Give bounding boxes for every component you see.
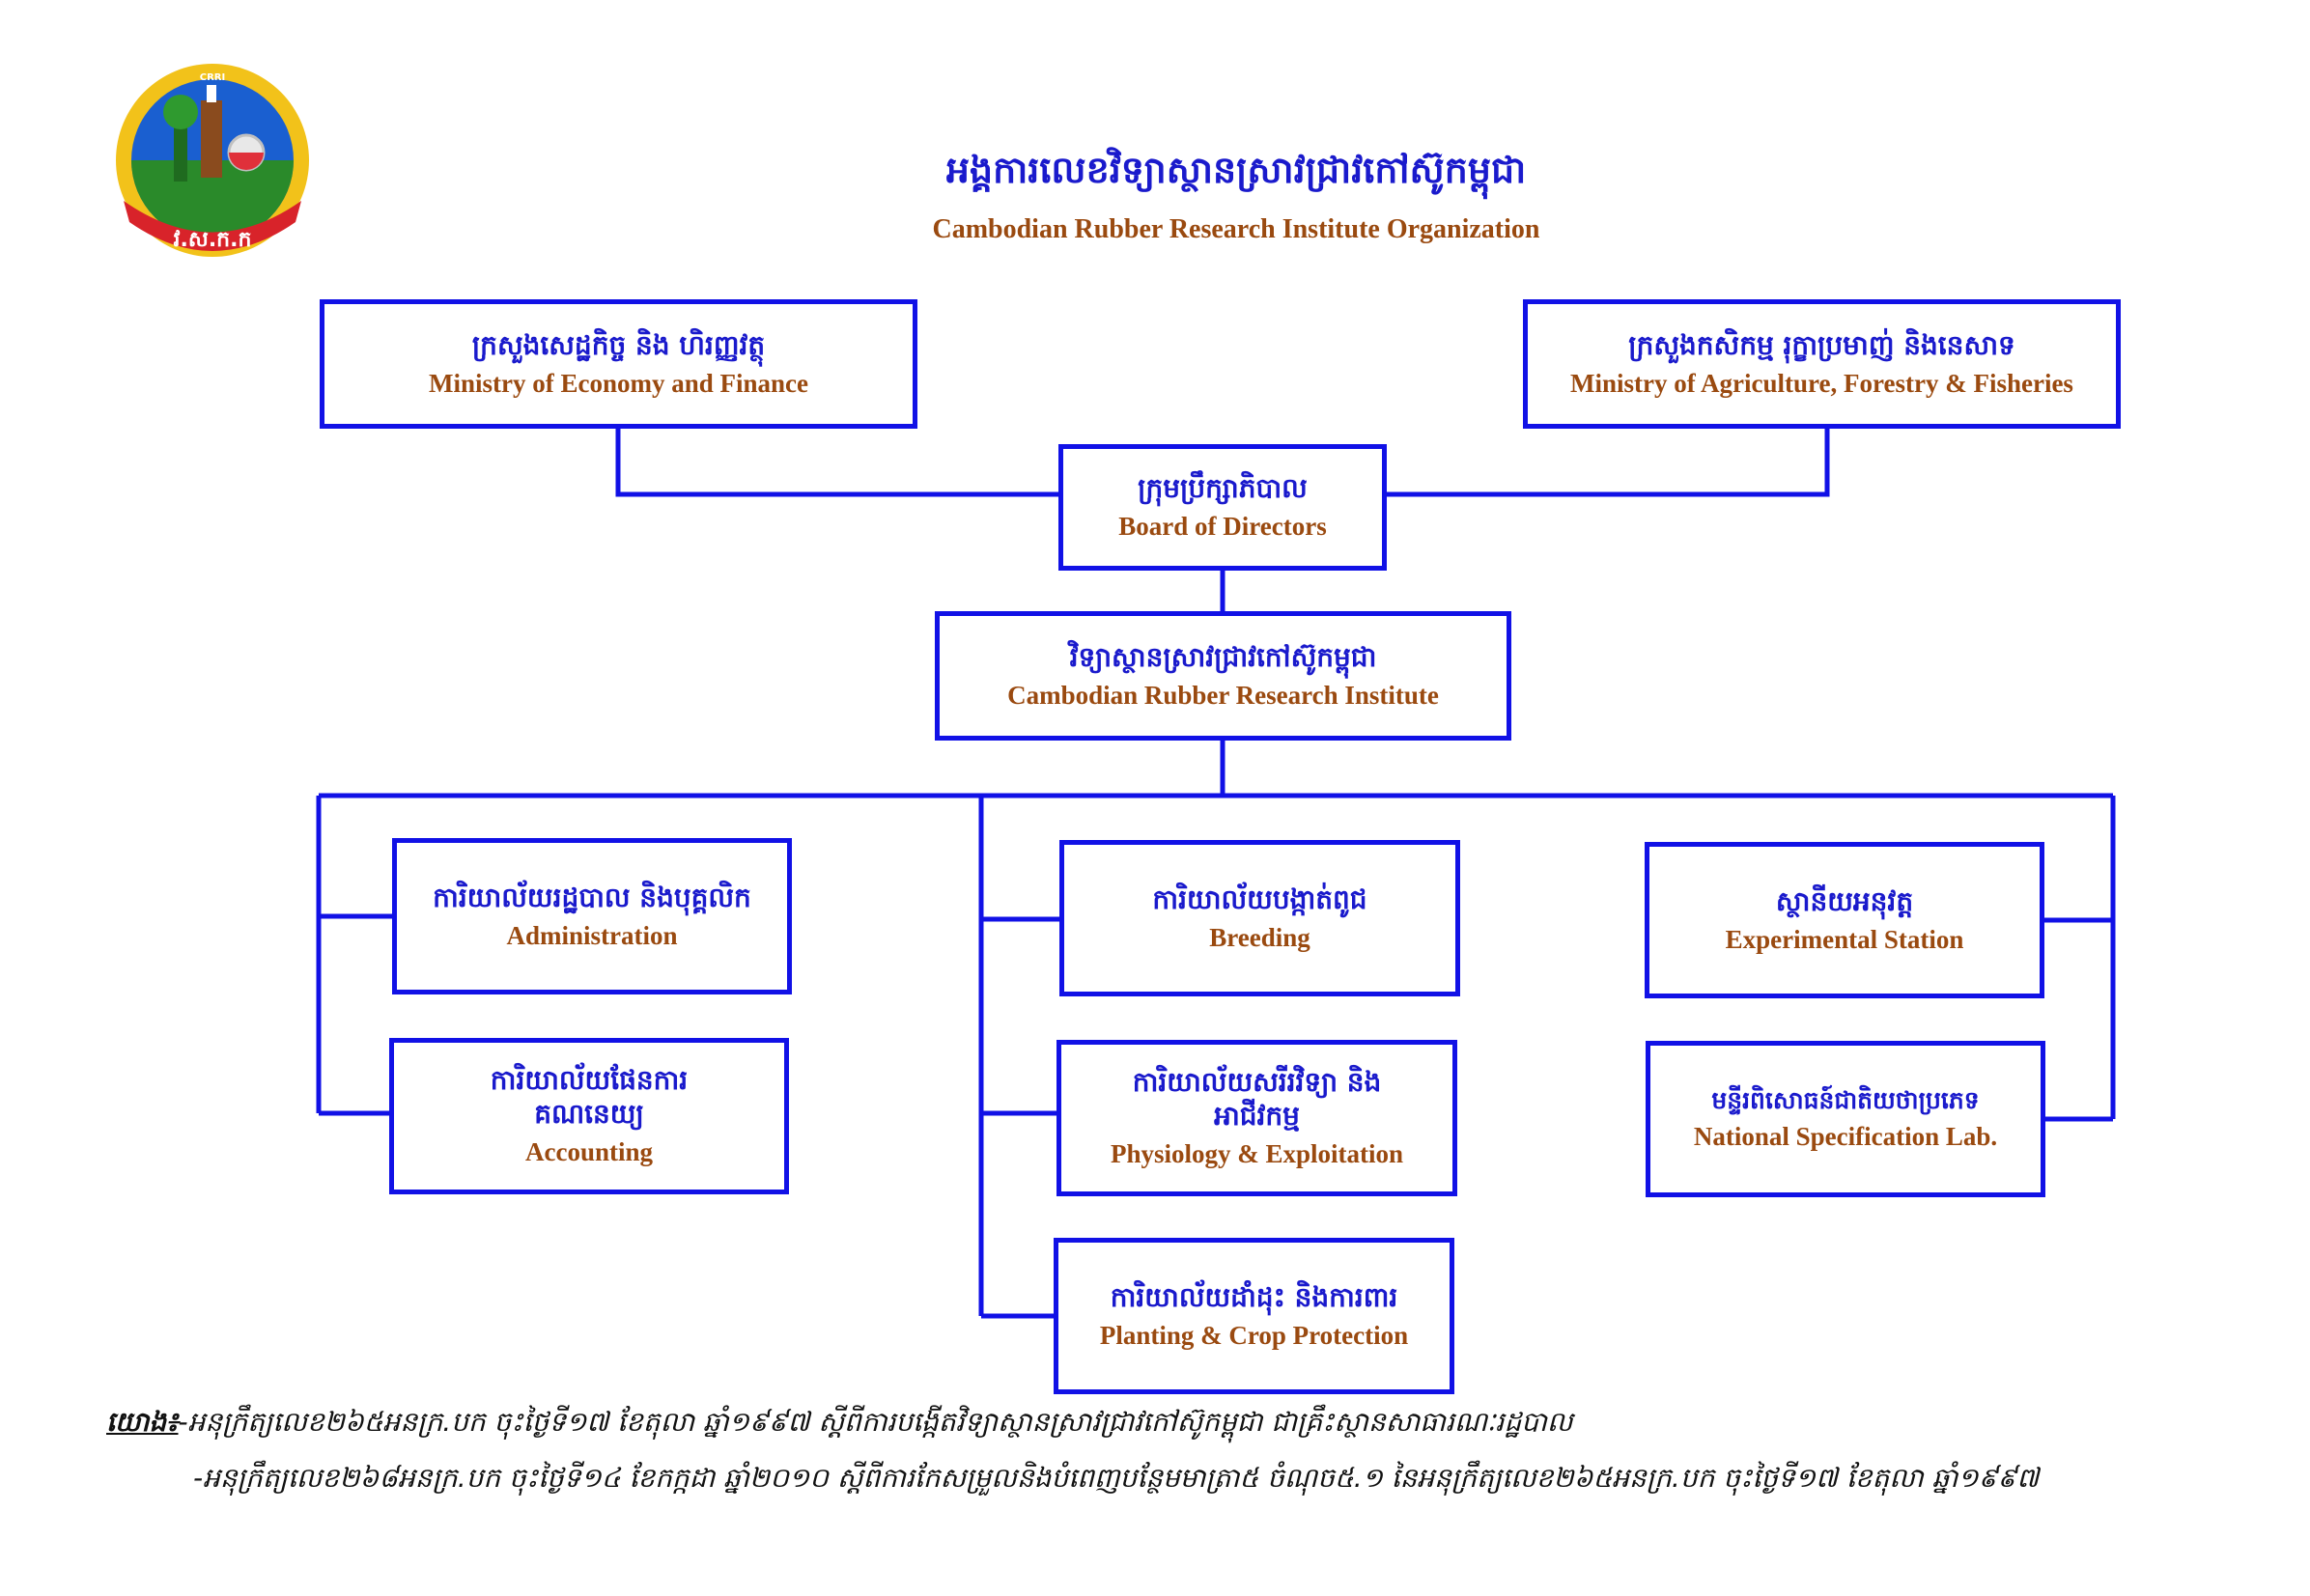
box-label-english: Cambodian Rubber Research Institute (1007, 680, 1439, 710)
box-label-english: Ministry of Agriculture, Forestry & Fish… (1570, 368, 2073, 398)
box-label-english: Accounting (524, 1137, 653, 1167)
box-label-english: Breeding (1209, 922, 1310, 952)
reference-line-1: -អនុក្រឹត្យលេខ២៦៥អនក្រ.បក ចុះថ្ងៃទី១៧ ខែ… (178, 1406, 1573, 1438)
box-experimental-station: ស្ថានីយអនុវត្ត Experimental Station (1645, 842, 2044, 998)
box-label-english: National Specification Lab. (1693, 1121, 1998, 1151)
box-label-khmer: ស្ថានីយអនុវត្ត (1775, 884, 1914, 917)
box-label-khmer: មន្ទីរពិសោធន៍ជាតិយថាប្រភេទ (1711, 1085, 1980, 1114)
page-title-english: Cambodian Rubber Research Institute Orga… (932, 214, 1540, 244)
box-label-english: Planting & Crop Protection (1099, 1320, 1409, 1350)
box-accounting: ការិយាល័យផែនការ គណនេយ្យ Accounting (389, 1038, 789, 1194)
connector-mef-board (615, 425, 1060, 497)
box-physiology-exploitation: ការិយាល័យសរីរវិទ្យា និងអាជីវកម្ម Physiol… (1056, 1040, 1457, 1196)
box-planting-crop-protection: ការិយាល័យដាំដុះ និងការពារ Planting & Cro… (1054, 1238, 1454, 1394)
box-label-khmer: ការិយាល័យដាំដុះ និងការពារ (1110, 1280, 1398, 1313)
box-ministry-agriculture: ក្រសួងកសិកម្ម រុក្ខាប្រមាញ់ និងនេសាទ Min… (1523, 299, 2121, 429)
box-label-khmer: ក្រសួងកសិកម្ម រុក្ខាប្រមាញ់ និងនេសាទ (1628, 328, 2015, 361)
box-administration: ការិយាល័យរដ្ឋបាល និងបុគ្គលិក Administrat… (392, 838, 792, 994)
logo-acronym: វ.ស.ក.ក (174, 228, 252, 252)
box-label-english: Ministry of Economy and Finance (428, 368, 808, 398)
box-breeding: ការិយាល័យបង្កាត់ពូជ Breeding (1059, 840, 1460, 996)
reference-label: យោង៖ (106, 1406, 179, 1438)
box-label-english: Board of Directors (1118, 512, 1327, 542)
box-label-khmer: ការិយាល័យផែនការ គណនេយ្យ (490, 1064, 689, 1131)
connector-maff-board (1385, 425, 1830, 497)
box-rubber-research-institute: វិទ្យាស្ថានស្រាវជ្រាវកៅស៊ូកម្ពុជា Cambod… (935, 611, 1511, 741)
box-national-specification-lab: មន្ទីរពិសោធន៍ជាតិយថាប្រភេទ National Spec… (1646, 1041, 2045, 1197)
box-label-khmer: វិទ្យាស្ថានស្រាវជ្រាវកៅស៊ូកម្ពុជា (1069, 640, 1377, 673)
box-label-khmer: ការិយាល័យបង្កាត់ពូជ (1152, 882, 1367, 915)
box-board-of-directors: ក្រុមប្រឹក្សាភិបាល Board of Directors (1058, 444, 1387, 571)
logo-small-text: CRRI (200, 72, 225, 83)
reference-line-2: -អនុក្រឹត្យលេខ២៦៨អនក្រ.បក ចុះថ្ងៃទី១៤ ខែ… (193, 1462, 2040, 1494)
box-label-khmer: ក្រុមប្រឹក្សាភិបាល (1138, 472, 1308, 505)
box-label-khmer: ការិយាល័យសរីរវិទ្យា និងអាជីវកម្ម (1132, 1066, 1382, 1133)
box-label-khmer: ការិយាល័យរដ្ឋបាល និងបុគ្គលិក (433, 881, 751, 913)
box-label-english: Experimental Station (1725, 924, 1964, 954)
box-label-english: Administration (506, 920, 678, 950)
box-label-english: Physiology & Exploitation (1110, 1139, 1404, 1169)
box-label-khmer: ក្រសួងសេដ្ឋកិច្ច និង ហិរញ្ញវត្ថុ (471, 328, 766, 361)
box-ministry-economy-finance: ក្រសួងសេដ្ឋកិច្ច និង ហិរញ្ញវត្ថុ Ministr… (320, 299, 917, 429)
crri-emblem-icon: វ.ស.ក.ក CRRI (106, 56, 319, 268)
page-title-khmer: អង្គការលេខវិទ្យាស្ថានស្រាវជ្រាវកៅស៊ូកម្ព… (945, 149, 1527, 191)
